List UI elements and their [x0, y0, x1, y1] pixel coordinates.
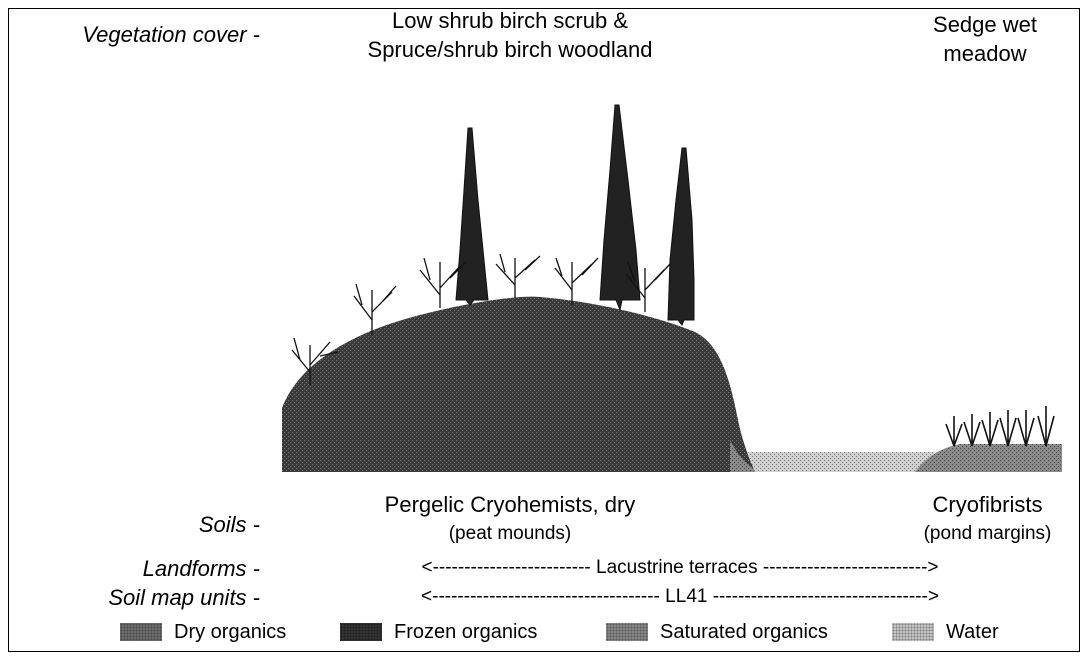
legend-swatch-water [892, 623, 934, 641]
spruce-trees [456, 105, 694, 325]
landforms-row-label: Landforms - [20, 556, 260, 582]
legend-item-water: Water [892, 620, 999, 644]
soils-left-name: Pergelic Cryohemists, dry [320, 492, 700, 518]
vegetation-right-line2: meadow [900, 41, 1070, 67]
vegetation-left-line2: Spruce/shrub birch woodland [330, 37, 690, 63]
legend-label: Frozen organics [394, 621, 537, 644]
soils-right-name: Cryofibrists [905, 492, 1070, 518]
vegetation-left-line1: Low shrub birch scrub & [330, 8, 690, 34]
vegetation-right-line1: Sedge wet [900, 12, 1070, 38]
sedges [946, 406, 1054, 446]
legend-swatch-saturated [606, 623, 648, 641]
shrub-4 [496, 254, 540, 298]
soils-right-note: (pond margins) [900, 523, 1075, 545]
legend-item-saturated-organics: Saturated organics [606, 620, 828, 644]
legend-label: Water [946, 621, 999, 644]
legend-item-dry-organics: Dry organics [120, 620, 286, 644]
spruce-tree-3 [668, 148, 694, 325]
soil-map-units-row-label: Soil map units - [20, 585, 260, 611]
landforms-value: <------------------------- Lacustrine te… [300, 557, 1060, 579]
legend-label: Saturated organics [660, 621, 828, 644]
legend-swatch-frozen [340, 623, 382, 641]
shrub-5 [555, 258, 598, 305]
soil-map-units-value: <------------------------------------ LL… [300, 586, 1060, 608]
legend-item-frozen-organics: Frozen organics [340, 620, 537, 644]
water-pond [748, 452, 935, 472]
peat-mound [282, 297, 755, 472]
legend-label: Dry organics [174, 621, 286, 644]
legend-swatch-dry [120, 623, 162, 641]
spruce-tree-1 [456, 128, 488, 305]
vegetation-row-label: Vegetation cover - [20, 22, 260, 48]
soils-left-note: (peat mounds) [320, 523, 700, 545]
wet-meadow-ground [915, 444, 1062, 472]
soils-row-label: Soils - [20, 512, 260, 538]
